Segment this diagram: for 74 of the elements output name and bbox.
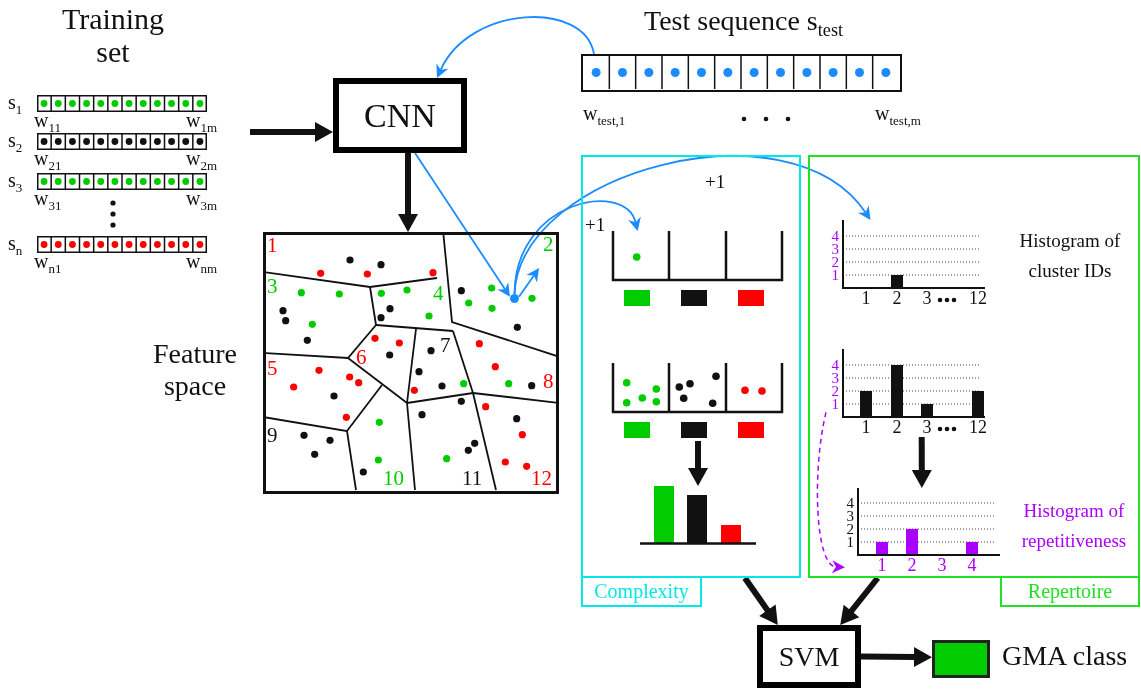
arrow [840, 576, 881, 625]
section-title: Repertoire [1000, 576, 1140, 607]
arrow [518, 268, 540, 298]
dashed-arrow [816, 411, 845, 572]
region-number: 10 [383, 467, 404, 491]
arrow [911, 437, 932, 488]
tick-label: 2 [845, 521, 854, 537]
sequence-label: s$_{1}$ [8, 91, 23, 113]
tick-label: 2 [906, 556, 918, 576]
tick-label: 3 [921, 289, 933, 309]
sequence-label: s$_{3}$ [8, 169, 23, 191]
region-number: 4 [433, 282, 444, 306]
arrow [436, 16, 595, 78]
tick-label: 1 [830, 267, 839, 284]
process-box: CNN [333, 78, 467, 153]
process-box: SVM [757, 625, 861, 688]
tick-label: 4 [830, 228, 839, 244]
chart-title: Histogram of cluster IDs [1018, 229, 1122, 284]
arrow [414, 152, 510, 297]
sequence-label: s$_{2}$ [8, 129, 23, 151]
word-label: w$_{11}$ [34, 109, 61, 131]
feature-point [510, 294, 519, 303]
feature-space-title: Feature space [152, 338, 238, 403]
tick-label: 1 [876, 556, 888, 576]
region-number: 8 [543, 370, 554, 394]
word-label: w$_{31}$ [34, 187, 62, 209]
tick-label: 4 [966, 556, 978, 576]
arrow [742, 576, 778, 625]
arrow [688, 441, 708, 486]
bar-chart-drawing [640, 486, 756, 545]
region-number: 3 [267, 275, 278, 299]
word-label: w$_{21}$ [34, 147, 62, 169]
tick-label: 12 [968, 289, 988, 309]
region-number: 9 [267, 424, 278, 448]
region-number: 11 [462, 467, 483, 491]
tick-label: 1 [845, 534, 854, 551]
class-label: GMA class [1002, 641, 1128, 672]
tick-label: 2 [891, 289, 903, 309]
word-label: w$_{n1}$ [34, 250, 62, 272]
tick-label: 4 [845, 495, 854, 511]
tick-label: 4 [830, 357, 839, 373]
region-number: 2 [543, 233, 554, 257]
bins-drawing [612, 363, 783, 441]
bins-drawing [612, 231, 783, 309]
word-label: w$_{1m}$ [186, 109, 218, 131]
region-number: 6 [356, 346, 367, 370]
tick-label: 1 [860, 289, 872, 309]
tick-label: 3 [830, 370, 839, 386]
section-title: Complexity [581, 576, 702, 607]
tick-label: 3 [830, 241, 839, 257]
region-number: 5 [267, 357, 278, 381]
sequence-title: Test sequence s$_{test}$ [643, 6, 844, 37]
arrow [513, 155, 872, 295]
tick-label: 3 [845, 508, 854, 524]
word-label: w$_{3m}$ [186, 187, 218, 209]
tick-label: 1 [860, 418, 872, 438]
region-number: 7 [440, 334, 451, 358]
tick-label: 12 [968, 418, 988, 438]
tick-label: 2 [891, 418, 903, 438]
region-number: 12 [531, 467, 552, 491]
chart-title: Histogram of repetitiveness [1020, 499, 1128, 554]
region-number: 1 [267, 234, 278, 258]
tick-label: 3 [936, 556, 948, 576]
word-label: w$_{nm}$ [186, 250, 218, 272]
word-label: w$_{2m}$ [186, 147, 218, 169]
arrow [398, 153, 418, 232]
tick-label: 1 [830, 396, 839, 413]
arrow [860, 647, 932, 667]
tick-label: 2 [830, 254, 839, 270]
tick-label: 3 [921, 418, 933, 438]
sequence-label: s$_{n}$ [8, 232, 23, 254]
tick-label: 2 [830, 383, 839, 399]
section-title: Training set [60, 2, 166, 68]
arrow [250, 122, 333, 142]
